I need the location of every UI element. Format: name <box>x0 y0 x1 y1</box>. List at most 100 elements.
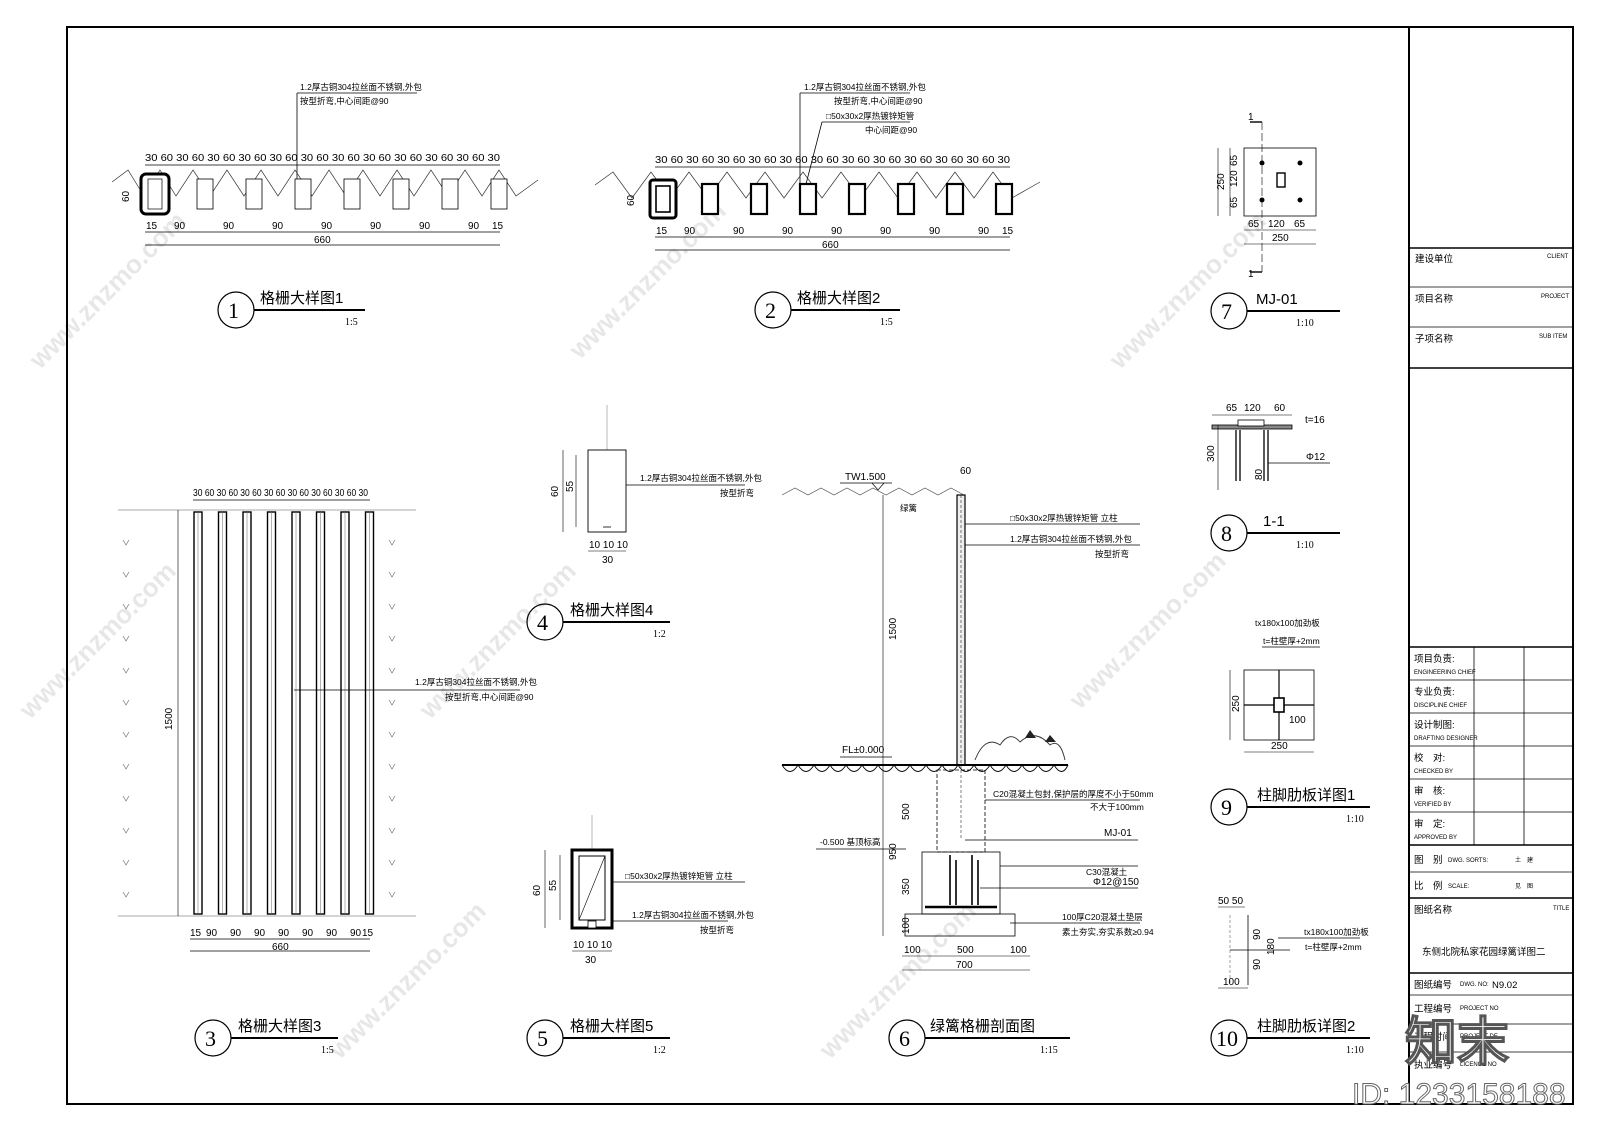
detail-4: 60 55 1.2厚古铜304拉丝面不锈钢,外包 按型折弯 10 10 10 3… <box>526 405 762 641</box>
svg-text:按型折弯: 按型折弯 <box>720 488 754 498</box>
svg-text:55: 55 <box>548 879 559 891</box>
svg-text:1.2厚古铜304拉丝面不锈钢,外包: 1.2厚古铜304拉丝面不锈钢,外包 <box>640 473 762 483</box>
svg-text:Φ12: Φ12 <box>1306 452 1326 463</box>
svg-text:100: 100 <box>1223 977 1240 988</box>
svg-text:t=柱壁厚+2mm: t=柱壁厚+2mm <box>1263 636 1320 646</box>
svg-text:100: 100 <box>1010 945 1027 956</box>
svg-text:DWG. NO:: DWG. NO: <box>1460 982 1489 988</box>
svg-text:专业负责:: 专业负责: <box>1414 686 1455 698</box>
svg-text:1.2厚古铜304拉丝面不锈钢,外包: 1.2厚古铜304拉丝面不锈钢,外包 <box>415 677 537 687</box>
svg-text:660: 660 <box>822 240 839 251</box>
svg-text:100厚C20混凝土垫层: 100厚C20混凝土垫层 <box>1062 912 1143 922</box>
svg-text:100: 100 <box>904 945 921 956</box>
svg-text:1:10: 1:10 <box>1296 540 1314 551</box>
svg-text:按型折弯,中心间距@90: 按型折弯,中心间距@90 <box>445 692 534 702</box>
svg-text:7: 7 <box>1221 299 1232 324</box>
svg-text:65: 65 <box>1248 219 1260 230</box>
watermark-text: www.znzmo.com <box>562 196 731 365</box>
svg-text:PROJECT DE: PROJECT DE <box>1460 1034 1498 1040</box>
svg-text:图纸编号: 图纸编号 <box>1414 979 1452 991</box>
svg-text:见 图: 见 图 <box>1515 883 1533 890</box>
svg-text:90: 90 <box>326 928 338 939</box>
svg-text:按型折弯: 按型折弯 <box>700 925 734 935</box>
svg-text:55: 55 <box>565 480 576 492</box>
svg-text:30 60 30 60 30 60 30 60 30 60: 30 60 30 60 30 60 30 60 30 60 30 60 30 6… <box>193 488 368 499</box>
svg-text:250: 250 <box>1231 695 1242 712</box>
svg-text:校 对:: 校 对: <box>1414 752 1445 764</box>
svg-text:5: 5 <box>537 1026 548 1051</box>
watermark-text: www.znzmo.com <box>12 556 181 725</box>
svg-text:120: 120 <box>1268 219 1285 230</box>
outer-frame <box>66 26 1574 1105</box>
svg-text:PROJECT: PROJECT <box>1541 294 1569 300</box>
svg-text:不大于100mm: 不大于100mm <box>1090 802 1144 812</box>
svg-text:比 例: 比 例 <box>1414 880 1443 892</box>
svg-text:90: 90 <box>278 928 290 939</box>
svg-text:1.2厚古铜304拉丝面不锈钢,外包: 1.2厚古铜304拉丝面不锈钢,外包 <box>804 82 926 92</box>
svg-text:1500: 1500 <box>164 707 175 730</box>
image-id: ID: 1233158188 <box>1352 1078 1566 1111</box>
svg-text:90: 90 <box>1252 928 1263 940</box>
svg-text:65: 65 <box>1229 154 1240 166</box>
client-label: 建设单位 <box>1415 253 1454 265</box>
drawing-number: N9.02 <box>1492 980 1517 991</box>
detail-7-title: MJ-01 <box>1256 291 1298 308</box>
watermark-text: www.znzmo.com <box>322 896 491 1065</box>
detail-8-title: 1-1 <box>1263 513 1285 530</box>
svg-text:500: 500 <box>901 803 912 820</box>
svg-text:500: 500 <box>957 945 974 956</box>
svg-text:1: 1 <box>1248 269 1254 280</box>
svg-text:APPROVED BY: APPROVED BY <box>1414 835 1457 841</box>
detail-5-title: 格栅大样图5 <box>570 1018 653 1035</box>
svg-text:15: 15 <box>362 928 374 939</box>
detail-1-scale: 1:5 <box>345 317 358 328</box>
svg-text:DWG. SORTS:: DWG. SORTS: <box>1448 858 1489 864</box>
svg-text:DRAFTING DESIGNER: DRAFTING DESIGNER <box>1414 736 1478 742</box>
title-block: 建设单位 CLIENT 项目名称 PROJECT 子项名称 SUB ITEM 项… <box>1409 247 1573 1071</box>
detail-3-title: 格栅大样图3 <box>238 1018 321 1035</box>
drawing-title: 东侧北院私家花园绿篱详图二 <box>1422 946 1546 958</box>
svg-text:60: 60 <box>550 485 561 497</box>
watermark-text: www.znzmo.com <box>1062 546 1231 715</box>
detail-3: 30 60 30 60 30 60 30 60 30 60 30 60 30 6… <box>118 488 537 1057</box>
svg-text:C30混凝土: C30混凝土 <box>1086 867 1128 877</box>
svg-text:950: 950 <box>888 843 899 860</box>
svg-text:设计制图:: 设计制图: <box>1414 719 1455 731</box>
svg-text:660: 660 <box>272 942 289 953</box>
svg-text:8: 8 <box>1221 521 1232 546</box>
svg-text:15: 15 <box>656 226 668 237</box>
svg-text:素土夯实,夯实系数≥0.94: 素土夯实,夯实系数≥0.94 <box>1062 927 1154 937</box>
svg-text:MJ-01: MJ-01 <box>1104 828 1132 839</box>
detail-1-title: 格栅大样图1 <box>260 290 343 307</box>
svg-text:90: 90 <box>321 221 333 232</box>
svg-text:90: 90 <box>230 928 242 939</box>
watermark-text: www.znzmo.com <box>1102 206 1271 375</box>
svg-text:9: 9 <box>1221 795 1232 820</box>
detail-1-height: 60 <box>121 190 132 202</box>
svg-text:250: 250 <box>1271 741 1288 752</box>
svg-text:按型折弯,中心间距@90: 按型折弯,中心间距@90 <box>834 96 923 106</box>
svg-text:tx180x100加劲板: tx180x100加劲板 <box>1255 618 1320 628</box>
svg-text:VERIFIED BY: VERIFIED BY <box>1414 802 1451 808</box>
svg-text:1:10: 1:10 <box>1346 814 1364 825</box>
svg-text:TW1.500: TW1.500 <box>845 472 886 483</box>
svg-text:1: 1 <box>1248 112 1254 123</box>
svg-text:100: 100 <box>901 917 912 934</box>
svg-text:30: 30 <box>585 955 597 966</box>
detail-1-note-1: 1.2厚古铜304拉丝面不锈钢,外包 <box>300 82 422 92</box>
svg-text:按型折弯: 按型折弯 <box>1095 549 1129 559</box>
svg-text:90: 90 <box>370 221 382 232</box>
svg-text:□50x30x2厚热镀锌矩管 立柱: □50x30x2厚热镀锌矩管 立柱 <box>625 871 733 881</box>
project-label: 项目名称 <box>1415 293 1454 305</box>
svg-text:300: 300 <box>1206 445 1217 462</box>
svg-text:TITLE: TITLE <box>1553 906 1569 912</box>
svg-text:t=柱壁厚+2mm: t=柱壁厚+2mm <box>1305 942 1362 952</box>
detail-4-title: 格栅大样图4 <box>570 602 653 619</box>
svg-text:SCALE:: SCALE: <box>1448 884 1470 890</box>
watermark-text: www.znzmo.com <box>22 206 191 375</box>
svg-text:250: 250 <box>1216 173 1227 190</box>
svg-text:90: 90 <box>831 226 843 237</box>
svg-text:审 定:: 审 定: <box>1414 818 1445 830</box>
detail-9-title: 柱脚肋板详图1 <box>1257 786 1355 804</box>
